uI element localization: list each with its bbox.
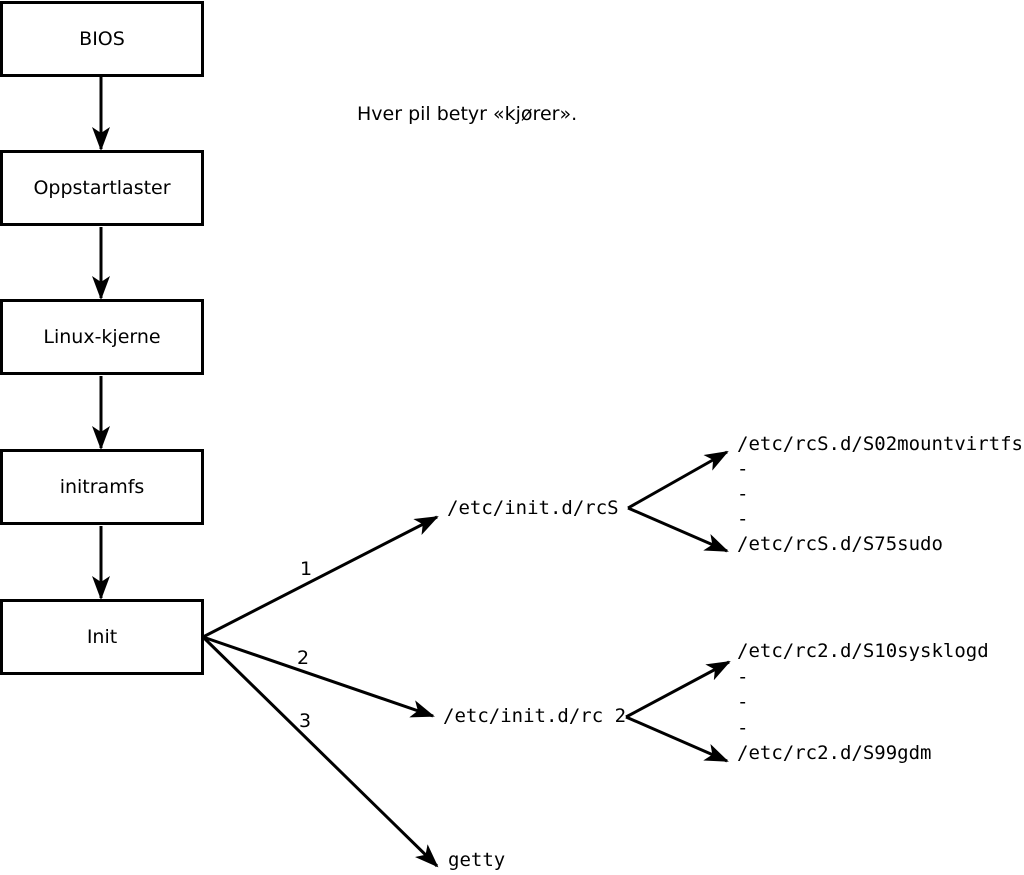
node-bootloader: Oppstartlaster bbox=[0, 150, 204, 226]
branch-getty-target: getty bbox=[448, 849, 506, 871]
arrow-rc2-to-last-script bbox=[625, 715, 729, 763]
branch-1-number: 1 bbox=[300, 558, 313, 580]
node-bios: BIOS bbox=[0, 1, 204, 77]
branch-2-number: 2 bbox=[297, 647, 310, 669]
branch-rc2-target: /etc/init.d/rc 2 bbox=[443, 705, 627, 727]
rc2-script-item: - bbox=[737, 716, 749, 739]
arrow-rcS-to-first-script bbox=[627, 450, 729, 510]
arrow-init-to-rc2 bbox=[202, 635, 435, 718]
node-bootloader-label: Oppstartlaster bbox=[33, 177, 171, 199]
caption: Hver pil betyr «kjører». bbox=[357, 103, 578, 125]
rc2-script-item: /etc/rc2.d/S99gdm bbox=[737, 742, 932, 764]
rc2-script-list: /etc/rc2.d/S10sysklogd - - - /etc/rc2.d/… bbox=[737, 639, 989, 767]
rc2-script-item: - bbox=[737, 665, 749, 688]
rcS-script-list: /etc/rcS.d/S02mountvirtfs - - - /etc/rcS… bbox=[737, 432, 1023, 557]
rc2-script-item: /etc/rc2.d/S10sysklogd bbox=[737, 640, 989, 662]
arrow-rc2-to-first-script bbox=[625, 660, 731, 719]
node-initramfs: initramfs bbox=[0, 449, 204, 525]
node-bios-label: BIOS bbox=[79, 28, 125, 50]
node-kernel-label: Linux-kjerne bbox=[43, 326, 161, 348]
arrow-rcS-to-last-script bbox=[627, 506, 729, 553]
branch-rcS-target: /etc/init.d/rcS bbox=[447, 497, 619, 519]
rcS-script-item: - bbox=[737, 458, 749, 480]
branch-3-number: 3 bbox=[299, 710, 312, 732]
rc2-script-item: - bbox=[737, 691, 749, 713]
rcS-script-item: - bbox=[737, 508, 749, 530]
node-initramfs-label: initramfs bbox=[59, 476, 145, 498]
rcS-script-item: /etc/rcS.d/S75sudo bbox=[737, 533, 943, 555]
node-init: Init bbox=[0, 599, 204, 675]
arrow-init-to-getty bbox=[201, 635, 439, 868]
rcS-script-item: /etc/rcS.d/S02mountvirtfs bbox=[737, 433, 1023, 455]
node-init-label: Init bbox=[86, 626, 118, 648]
arrow-init-to-rcS bbox=[202, 515, 439, 639]
rcS-script-item: - bbox=[737, 483, 749, 505]
node-kernel: Linux-kjerne bbox=[0, 299, 204, 375]
